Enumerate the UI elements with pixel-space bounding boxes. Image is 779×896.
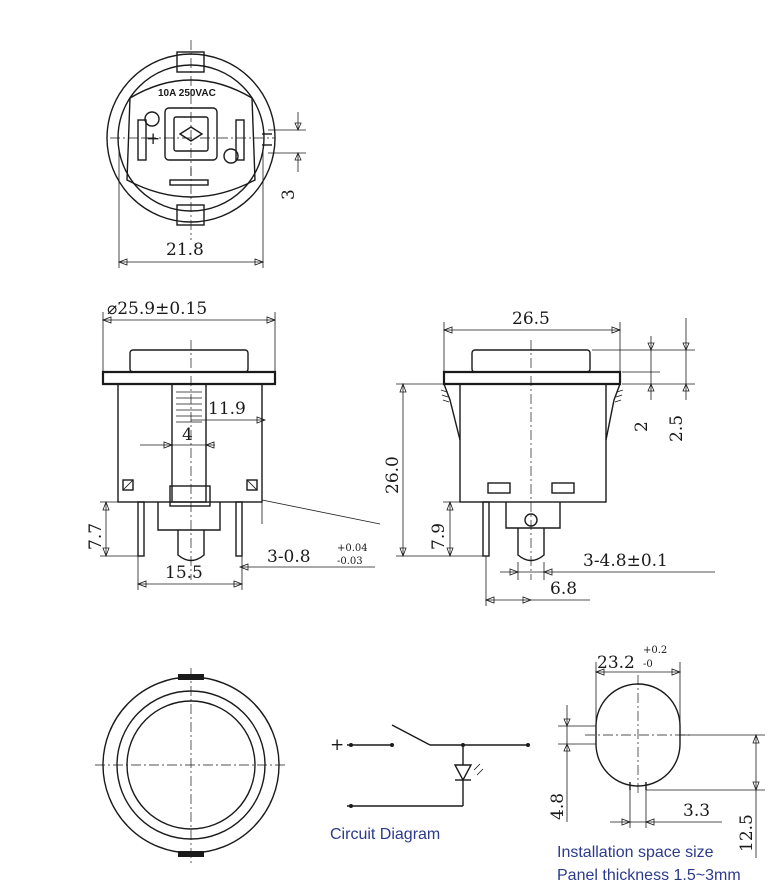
- circuit-diagram: + Circuit Diagram: [330, 724, 530, 843]
- dim-7-7: 7.7: [86, 523, 106, 550]
- cutout-diameter-dimension: 23.2: [597, 653, 635, 673]
- cutout-tolerance-lower: -0: [643, 659, 653, 670]
- circuit-diagram-caption: Circuit Diagram: [330, 826, 440, 843]
- side-width-dimension: 26.5: [512, 309, 550, 329]
- dim-11-9: 11.9: [208, 399, 246, 419]
- dim-15-5: 15.5: [165, 563, 203, 583]
- dim-3-3: 3.3: [683, 801, 710, 821]
- dim-4: 4: [182, 425, 193, 445]
- pin-dimension: 3-0.8: [267, 547, 311, 567]
- installation-caption: Installation space size: [557, 844, 714, 861]
- front-diameter-dimension: ⌀25.9±0.15: [107, 299, 207, 319]
- circuit-plus-label: +: [330, 735, 344, 755]
- offset-dimension: 3: [279, 189, 299, 200]
- dim-2-5: 2.5: [667, 415, 687, 442]
- pin-tolerance-lower: -0.03: [337, 556, 363, 567]
- terminal-dimension: 3-4.8±0.1: [583, 551, 668, 571]
- dim-12-5: 12.5: [737, 814, 757, 852]
- pin-tolerance-upper: +0.04: [337, 543, 368, 554]
- side-view: 26.5 26.0 2 2.5 7.9 3-4.8±0.1 6.8: [383, 309, 715, 606]
- panel-cutout-view: 23.2 +0.2 -0 4.8 3.3 12.5 Installation s…: [548, 645, 765, 884]
- dim-7-9: 7.9: [429, 523, 449, 550]
- dim-4-8: 4.8: [548, 793, 568, 820]
- plus-pole-label: +: [146, 129, 160, 149]
- panel-thickness-caption: Panel thickness 1.5~3mm: [557, 867, 741, 884]
- side-height-dimension: 26.0: [383, 456, 403, 494]
- top-view: 10A 250VAC + 3 21.8: [106, 40, 306, 268]
- dim-6-8: 6.8: [550, 579, 577, 599]
- front-view: ⌀25.9±0.15 11.9 4 7.7 15.5 3-0.8 +0.04 -…: [86, 299, 381, 590]
- dim-2: 2: [632, 421, 652, 432]
- button-face-view: [95, 668, 288, 864]
- cutout-tolerance-upper: +0.2: [643, 645, 667, 656]
- rating-marking: 10A 250VAC: [158, 88, 216, 99]
- top-width-dimension: 21.8: [166, 240, 204, 260]
